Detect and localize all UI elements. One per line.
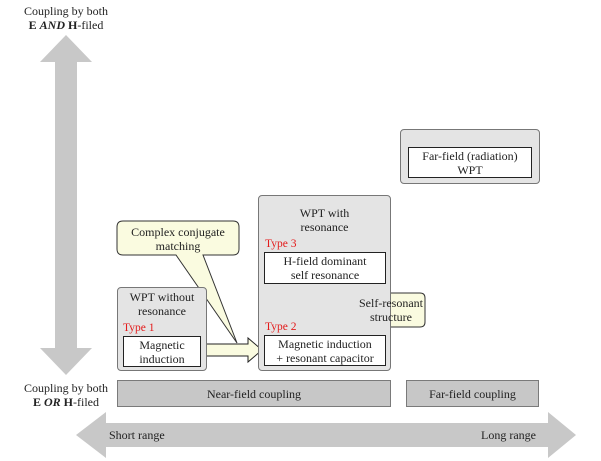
type1-to-type2-arrow [203, 336, 263, 364]
far-field-radiation-box: Far-field (radiation) WPT [408, 147, 532, 178]
title-line1: WPT without [129, 290, 195, 304]
title-line2: resonance [300, 220, 349, 234]
wpt-with-resonance-panel: WPT with resonance Type 3 H-field domina… [258, 195, 391, 371]
callout-line2: structure [370, 310, 412, 324]
callout-line1: Self-resonant [359, 296, 423, 310]
box-line1: Magnetic induction [278, 336, 372, 351]
callout-line1: Complex conjugate [131, 225, 225, 239]
y-axis-bottom-label: Coupling by both E OR H-filed [0, 381, 132, 409]
box-line2: WPT [457, 162, 483, 177]
magnetic-induction-resonant-box: Magnetic induction + resonant capacitor [264, 335, 386, 366]
far-field-wpt-panel: Far-field (radiation) WPT [400, 129, 540, 184]
far-field-label: Far-field coupling [429, 386, 516, 401]
box-line2: self resonance [290, 268, 360, 282]
wpt-without-resonance-title: WPT without resonance [118, 290, 206, 318]
complex-conjugate-callout-shape [116, 220, 240, 344]
y-axis-top-label: Coupling by both E AND H-filed [0, 4, 132, 32]
far-field-radiation-text: Far-field (radiation) WPT [422, 149, 517, 177]
type3-label: Type 3 [265, 238, 297, 250]
x-axis-right-label: Long range [481, 428, 536, 442]
filed-suffix: -filed [73, 395, 100, 409]
wpt-without-resonance-panel: WPT without resonance Type 1 Magnetic in… [117, 287, 207, 371]
box-line1: H-field dominant [283, 254, 367, 268]
box-line1: Far-field (radiation) [422, 148, 518, 163]
box-line2: + resonant capacitor [276, 350, 374, 365]
y-axis-top-label-line1: Coupling by both [23, 4, 108, 18]
magnetic-induction-text: Magnetic induction [139, 338, 184, 366]
title-line2: resonance [138, 304, 186, 318]
e-letter: E [28, 18, 37, 32]
h-field-self-resonance-text: H-field dominant self resonance [284, 254, 367, 282]
title-line1: WPT with [299, 206, 350, 220]
magnetic-induction-resonant-text: Magnetic induction + resonant capacitor [276, 337, 373, 365]
near-field-label: Near-field coupling [206, 386, 302, 401]
horizontal-axis-arrow [76, 412, 576, 458]
y-axis-bottom-label-line1: Coupling by both [23, 381, 108, 395]
filed-suffix: -filed [77, 18, 104, 32]
y-axis-bottom-label-line2: E OR H-filed [0, 395, 132, 409]
box-line2: induction [139, 351, 185, 366]
self-resonant-callout: Self-resonant structure [357, 296, 425, 324]
magnetic-induction-box: Magnetic induction [123, 336, 201, 367]
wpt-with-resonance-title: WPT with resonance [259, 206, 390, 234]
h-field-self-resonance-box: H-field dominant self resonance [264, 252, 386, 284]
type1-label: Type 1 [123, 322, 155, 334]
far-field-bar: Far-field coupling [406, 380, 539, 407]
near-field-bar: Near-field coupling [117, 380, 391, 407]
type2-label: Type 2 [265, 321, 297, 333]
or-word: OR [44, 395, 61, 409]
h-letter: H [68, 18, 78, 32]
and-word: AND [39, 18, 65, 32]
callout-line2: matching [155, 239, 201, 253]
x-axis-left-label: Short range [109, 428, 165, 442]
box-line1: Magnetic [139, 337, 185, 352]
y-axis-top-label-line2: E AND H-filed [0, 18, 132, 32]
h-letter: H [63, 395, 74, 409]
complex-conjugate-callout: Complex conjugate matching [117, 225, 239, 253]
e-letter: E [32, 395, 41, 409]
vertical-axis-arrow [40, 35, 92, 375]
